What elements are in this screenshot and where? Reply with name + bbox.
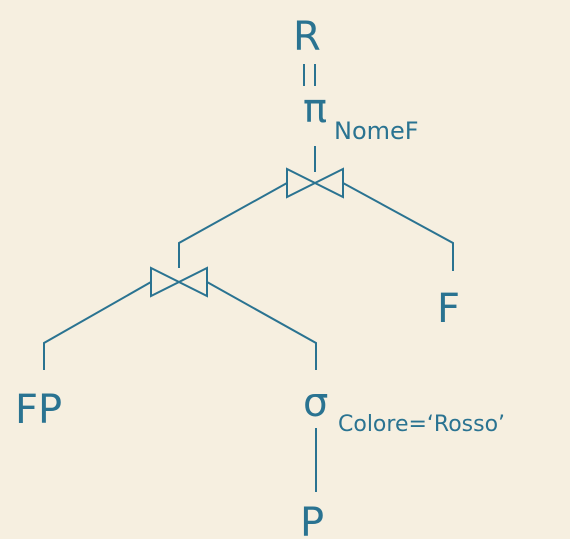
- selection-symbol: σ: [303, 380, 328, 426]
- relation-fp-label: FP: [15, 387, 62, 433]
- edge-join-bottom-left: [43, 281, 152, 370]
- projection-attribute: NomeF: [334, 117, 419, 145]
- projection-symbol: π: [303, 86, 327, 132]
- edge-join-top-left: [178, 182, 288, 268]
- edge-join-bottom-right: [206, 281, 317, 370]
- selection-condition: Colore=‘Rosso’: [338, 412, 505, 437]
- join-icon-bottom: [150, 266, 208, 298]
- relation-f-label: F: [437, 286, 460, 332]
- relation-p-label: P: [300, 500, 324, 539]
- edge-join-top-right: [342, 182, 454, 271]
- result-label: R: [293, 14, 321, 60]
- join-icon-top: [286, 167, 344, 199]
